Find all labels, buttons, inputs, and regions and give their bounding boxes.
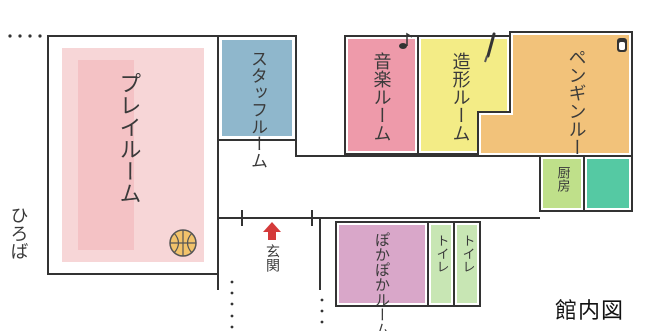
craft-room-label: 造形ルーム bbox=[450, 52, 471, 142]
paintbrush-icon bbox=[484, 32, 496, 63]
map-title: 館内図 bbox=[554, 299, 624, 324]
corridor bbox=[217, 139, 540, 290]
toilet-2-fill bbox=[457, 225, 477, 303]
staff-room-fill bbox=[222, 40, 292, 136]
teal-room-fill bbox=[587, 159, 629, 208]
toilet-2-label: トイレ bbox=[460, 234, 475, 273]
entrance-label: 玄関 bbox=[264, 243, 280, 273]
penguin-room-fill bbox=[481, 35, 629, 153]
pokapoka-room-fill bbox=[339, 225, 425, 303]
dotted-lines bbox=[8, 34, 324, 329]
kitchen-label: 厨房 bbox=[555, 166, 571, 192]
toilet-2: トイレ bbox=[453, 221, 481, 307]
staff-room: スタッフルーム bbox=[217, 35, 297, 169]
staff-room-label: スタッフルーム bbox=[247, 50, 267, 169]
play-room-fill bbox=[62, 48, 204, 262]
music-room-label: 音楽ルーム bbox=[371, 52, 392, 142]
music-note-icon bbox=[399, 32, 413, 49]
music-room-fill bbox=[348, 39, 415, 151]
play-room: プレイルーム bbox=[47, 35, 219, 275]
play-room-label: プレイルーム bbox=[116, 72, 141, 204]
penguin-room-label: ペンギンルーム bbox=[566, 48, 587, 174]
entrance-arrow-icon bbox=[263, 222, 281, 240]
basketball-icon bbox=[169, 229, 197, 257]
teal-room bbox=[583, 155, 633, 212]
penguin-room: ペンギンルーム bbox=[477, 31, 633, 174]
toilet-1-label: トイレ bbox=[434, 234, 449, 273]
toilet-1-fill bbox=[431, 225, 451, 303]
toilet-1: トイレ bbox=[427, 221, 455, 307]
music-room: 音楽ルーム bbox=[344, 32, 419, 155]
kitchen-fill bbox=[543, 159, 581, 208]
penguin-icon bbox=[617, 38, 627, 52]
pokapoka-room-label: ぽかぽかルーム bbox=[373, 232, 391, 331]
kitchen: 厨房 bbox=[539, 155, 585, 212]
entrance: 玄関 bbox=[263, 222, 281, 273]
pokapoka-room: ぽかぽかルーム bbox=[335, 221, 429, 331]
hiroba-label: ひろば bbox=[8, 206, 29, 260]
